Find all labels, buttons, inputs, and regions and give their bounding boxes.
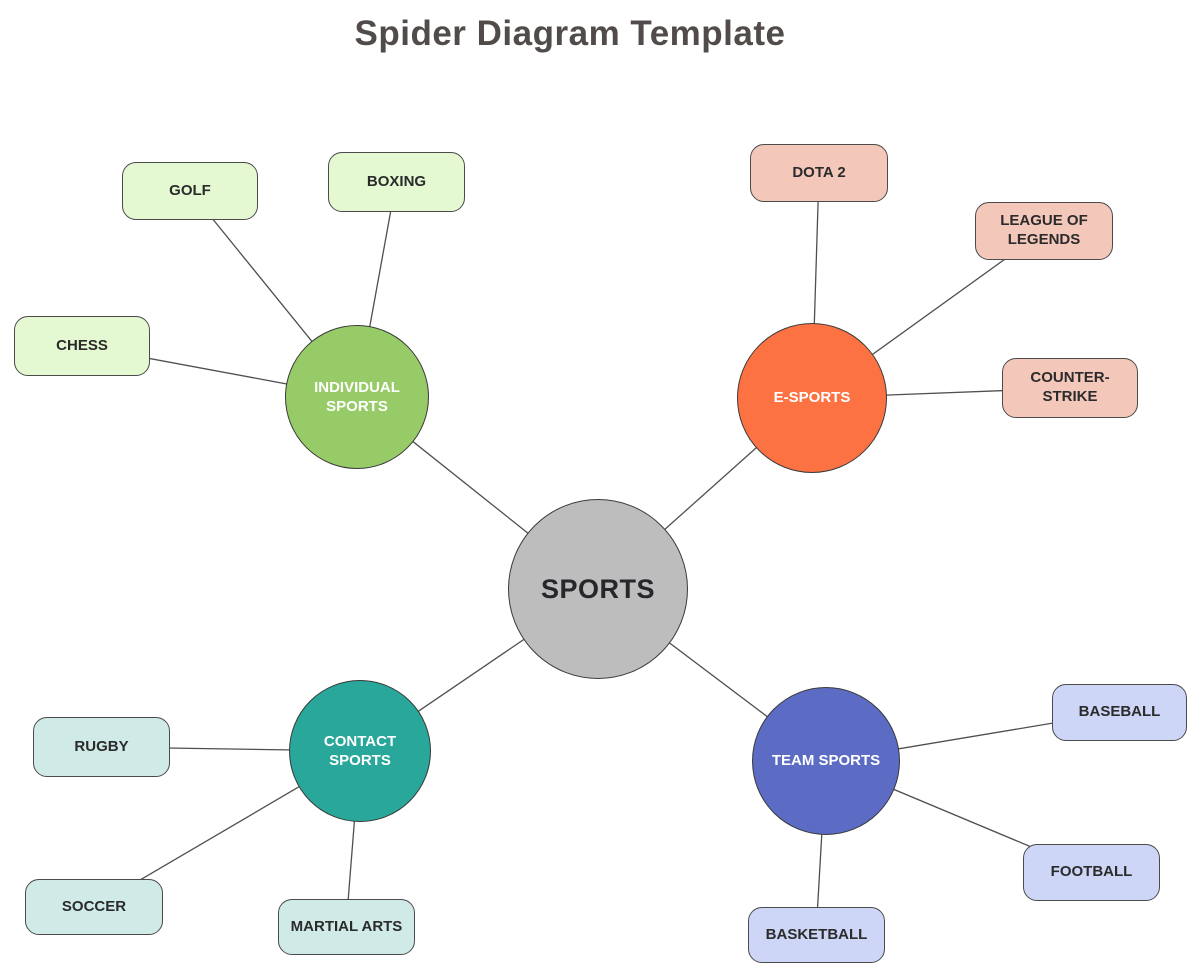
branch-node-contact-sports[interactable]: CONTACT SPORTS bbox=[289, 680, 431, 822]
branch-node-individual-sports[interactable]: INDIVIDUAL SPORTS bbox=[285, 325, 429, 469]
leaf-node-label: LEAGUE OF LEGENDS bbox=[1000, 212, 1088, 248]
page-title: Spider Diagram Template bbox=[354, 14, 786, 53]
branch-node-label: E-SPORTS bbox=[773, 389, 851, 407]
leaf-node-martial-arts[interactable]: MARTIAL ARTS bbox=[278, 899, 415, 955]
leaf-node-soccer[interactable]: SOCCER bbox=[25, 879, 163, 935]
leaf-node-golf[interactable]: GOLF bbox=[122, 162, 258, 220]
leaf-node-counter-strike[interactable]: COUNTER-STRIKE bbox=[1002, 358, 1138, 418]
leaf-node-label: MARTIAL ARTS bbox=[290, 917, 403, 935]
branch-node-e-sports[interactable]: E-SPORTS bbox=[737, 323, 887, 473]
branch-node-label: CONTACT SPORTS bbox=[323, 732, 397, 770]
leaf-node-dota-2[interactable]: DOTA 2 bbox=[750, 144, 888, 202]
leaf-node-label: GOLF bbox=[169, 181, 211, 199]
leaf-node-label: CHESS bbox=[56, 336, 108, 354]
branch-node-label: TEAM SPORTS bbox=[771, 752, 881, 770]
leaf-node-label: BASEBALL bbox=[1078, 703, 1161, 721]
center-node-label: SPORTS bbox=[540, 573, 656, 604]
leaf-node-boxing[interactable]: BOXING bbox=[328, 152, 465, 212]
leaf-node-label: RUGBY bbox=[74, 737, 129, 755]
center-node-sports[interactable]: SPORTS bbox=[508, 499, 688, 679]
leaf-node-baseball[interactable]: BASEBALL bbox=[1052, 684, 1187, 741]
leaf-node-label: DOTA 2 bbox=[792, 163, 846, 181]
leaf-node-label: BASKETBALL bbox=[765, 925, 868, 943]
leaf-node-league-of-legends[interactable]: LEAGUE OF LEGENDS bbox=[975, 202, 1113, 260]
leaf-node-label: COUNTER-STRIKE bbox=[1030, 369, 1110, 405]
leaf-node-chess[interactable]: CHESS bbox=[14, 316, 150, 376]
leaf-node-rugby[interactable]: RUGBY bbox=[33, 717, 170, 777]
leaf-node-label: FOOTBALL bbox=[1050, 863, 1133, 881]
leaf-node-football[interactable]: FOOTBALL bbox=[1023, 844, 1160, 901]
leaf-node-label: BOXING bbox=[366, 172, 427, 190]
leaf-node-label: SOCCER bbox=[61, 897, 127, 915]
leaf-node-basketball[interactable]: BASKETBALL bbox=[748, 907, 885, 963]
branch-node-team-sports[interactable]: TEAM SPORTS bbox=[752, 687, 900, 835]
branch-node-label: INDIVIDUAL SPORTS bbox=[314, 378, 400, 416]
